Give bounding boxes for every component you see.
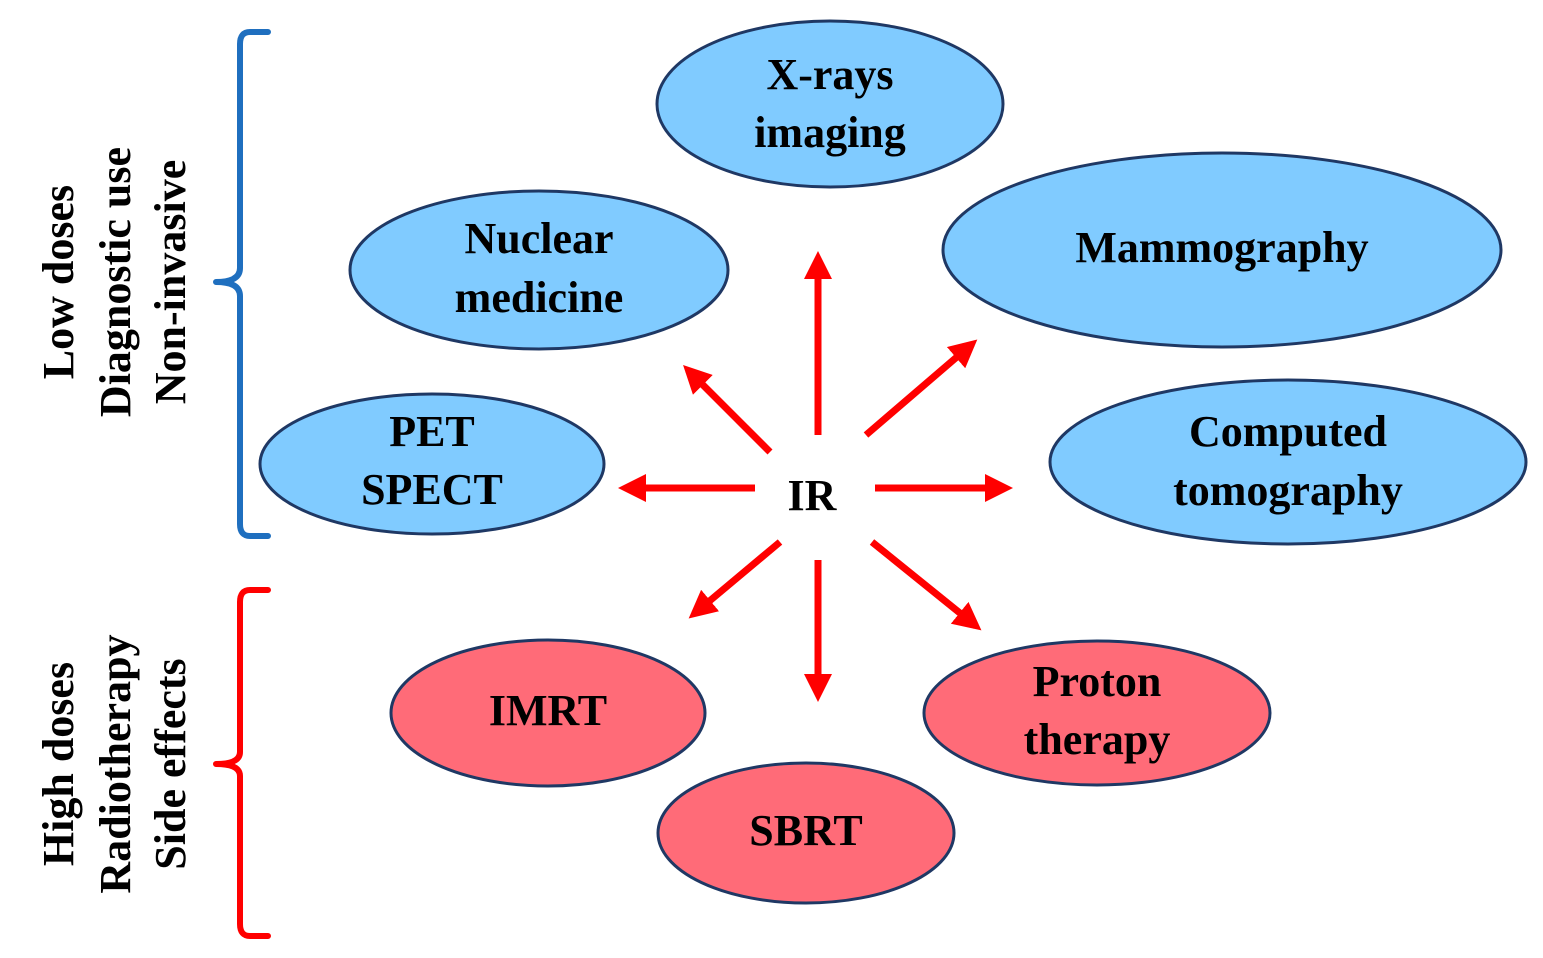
node-ct-line-1: Computed: [1189, 407, 1387, 456]
low-dose-label: Low doses Diagnostic use Non-invasive: [34, 147, 195, 417]
high-dose-line-1: High doses: [34, 662, 83, 866]
node-ct-line-2: tomography: [1173, 466, 1403, 515]
node-pet-line-2: SPECT: [361, 465, 503, 514]
node-pet-spect: PET SPECT: [258, 392, 606, 536]
low-dose-bracket: [213, 29, 271, 539]
node-proton-therapy: Proton therapy: [922, 639, 1272, 787]
low-dose-line-1: Low doses: [34, 185, 83, 379]
node-xrays-line-1: X-rays: [766, 50, 893, 99]
high-dose-line-3: Side effects: [146, 658, 195, 869]
low-dose-line-2: Diagnostic use: [91, 147, 140, 417]
high-dose-label: High doses Radiotherapy Side effects: [34, 634, 195, 893]
node-computed-tomography: Computed tomography: [1048, 378, 1528, 546]
node-imrt-line-1: IMRT: [489, 686, 607, 735]
node-proton-line-2: therapy: [1024, 715, 1171, 764]
arrow-to-mammography: [863, 339, 978, 438]
node-sbrt: SBRT: [656, 761, 956, 905]
node-xrays-line-2: imaging: [754, 108, 906, 157]
high-dose-bracket: [213, 587, 271, 939]
arrow-to-nuclear: [683, 365, 773, 455]
ir-label: IR: [788, 471, 838, 520]
node-sbrt-line-1: SBRT: [749, 806, 862, 855]
node-imrt: IMRT: [389, 638, 707, 788]
arrow-to-imrt: [688, 539, 783, 619]
node-nuclear-medicine: Nuclear medicine: [348, 189, 730, 351]
node-xrays-imaging: X-rays imaging: [655, 19, 1005, 189]
node-proton-line-1: Proton: [1033, 657, 1162, 706]
node-mammography-line-1: Mammography: [1075, 223, 1368, 272]
low-dose-line-3: Non-invasive: [146, 160, 195, 404]
node-nuclear-line-2: medicine: [455, 273, 624, 322]
node-nuclear-line-1: Nuclear: [464, 214, 613, 263]
node-mammography: Mammography: [941, 151, 1503, 349]
high-dose-line-2: Radiotherapy: [91, 634, 140, 893]
arrow-to-proton: [869, 539, 982, 631]
node-pet-line-1: PET: [389, 407, 475, 456]
